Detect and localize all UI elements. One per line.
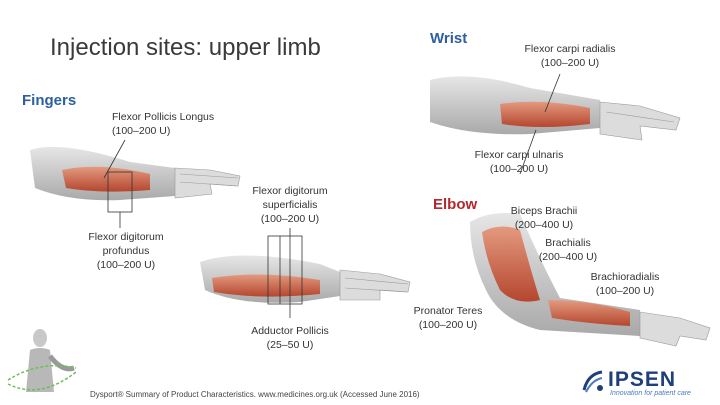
- label-flexor-pollicis-longus: Flexor Pollicis Longus(100–200 U): [112, 110, 214, 138]
- forearm-illustration-fpl: [30, 147, 240, 200]
- label-flexor-carpi-ulnaris: Flexor carpi ulnaris(100–200 U): [464, 148, 574, 176]
- brand-name: IPSEN: [608, 368, 676, 392]
- ipsen-mark-icon: [580, 368, 606, 396]
- reference-footnote: Dysport® Summary of Product Characterist…: [90, 390, 420, 399]
- label-adductor-pollicis: Adductor Pollicis(25–50 U): [242, 324, 338, 352]
- label-flexor-carpi-radialis: Flexor carpi radialis(100–200 U): [510, 42, 630, 70]
- brand-tagline: Innovation for patient care: [610, 390, 691, 397]
- forearm-illustration-fds: [200, 255, 410, 302]
- label-biceps-brachii: Biceps Brachii(200–400 U): [504, 204, 584, 232]
- ipsen-logo: IPSEN Innovation for patient care: [580, 366, 700, 400]
- body-figure-icon: [8, 329, 76, 392]
- label-brachialis: Brachialis(200–400 U): [530, 236, 606, 264]
- label-pronator-teres: Pronator Teres(100–200 U): [406, 304, 490, 332]
- label-brachioradialis: Brachioradialis(100–200 U): [580, 270, 670, 298]
